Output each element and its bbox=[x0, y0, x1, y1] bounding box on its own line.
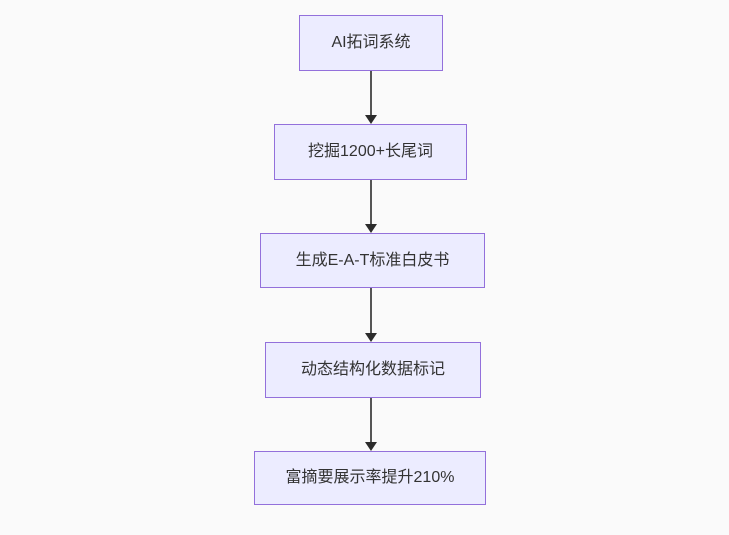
flow-node-eat-whitepaper: 生成E-A-T标准白皮书 bbox=[260, 233, 485, 288]
arrowhead-icon bbox=[365, 333, 377, 342]
arrowhead-icon bbox=[365, 442, 377, 451]
flow-node-label: 富摘要展示率提升210% bbox=[285, 469, 455, 487]
flow-edge-2-3 bbox=[365, 180, 377, 233]
edge-line bbox=[370, 180, 372, 226]
edge-line bbox=[370, 288, 372, 335]
flow-edge-1-2 bbox=[365, 71, 377, 124]
flow-node-label: 挖掘1200+长尾词 bbox=[308, 143, 433, 161]
flow-node-longtail-mining: 挖掘1200+长尾词 bbox=[274, 124, 467, 180]
edge-line bbox=[370, 71, 372, 117]
flow-node-label: AI拓词系统 bbox=[331, 34, 411, 52]
flow-node-ai-keyword-system: AI拓词系统 bbox=[299, 15, 443, 71]
flow-node-label: 生成E-A-T标准白皮书 bbox=[295, 251, 450, 269]
arrowhead-icon bbox=[365, 224, 377, 233]
flow-edge-3-4 bbox=[365, 288, 377, 342]
arrowhead-icon bbox=[365, 115, 377, 124]
flow-edge-4-5 bbox=[365, 398, 377, 451]
flow-node-label: 动态结构化数据标记 bbox=[300, 361, 445, 379]
flow-node-rich-snippet-result: 富摘要展示率提升210% bbox=[254, 451, 486, 505]
edge-line bbox=[370, 398, 372, 444]
flow-node-structured-data-markup: 动态结构化数据标记 bbox=[265, 342, 481, 398]
